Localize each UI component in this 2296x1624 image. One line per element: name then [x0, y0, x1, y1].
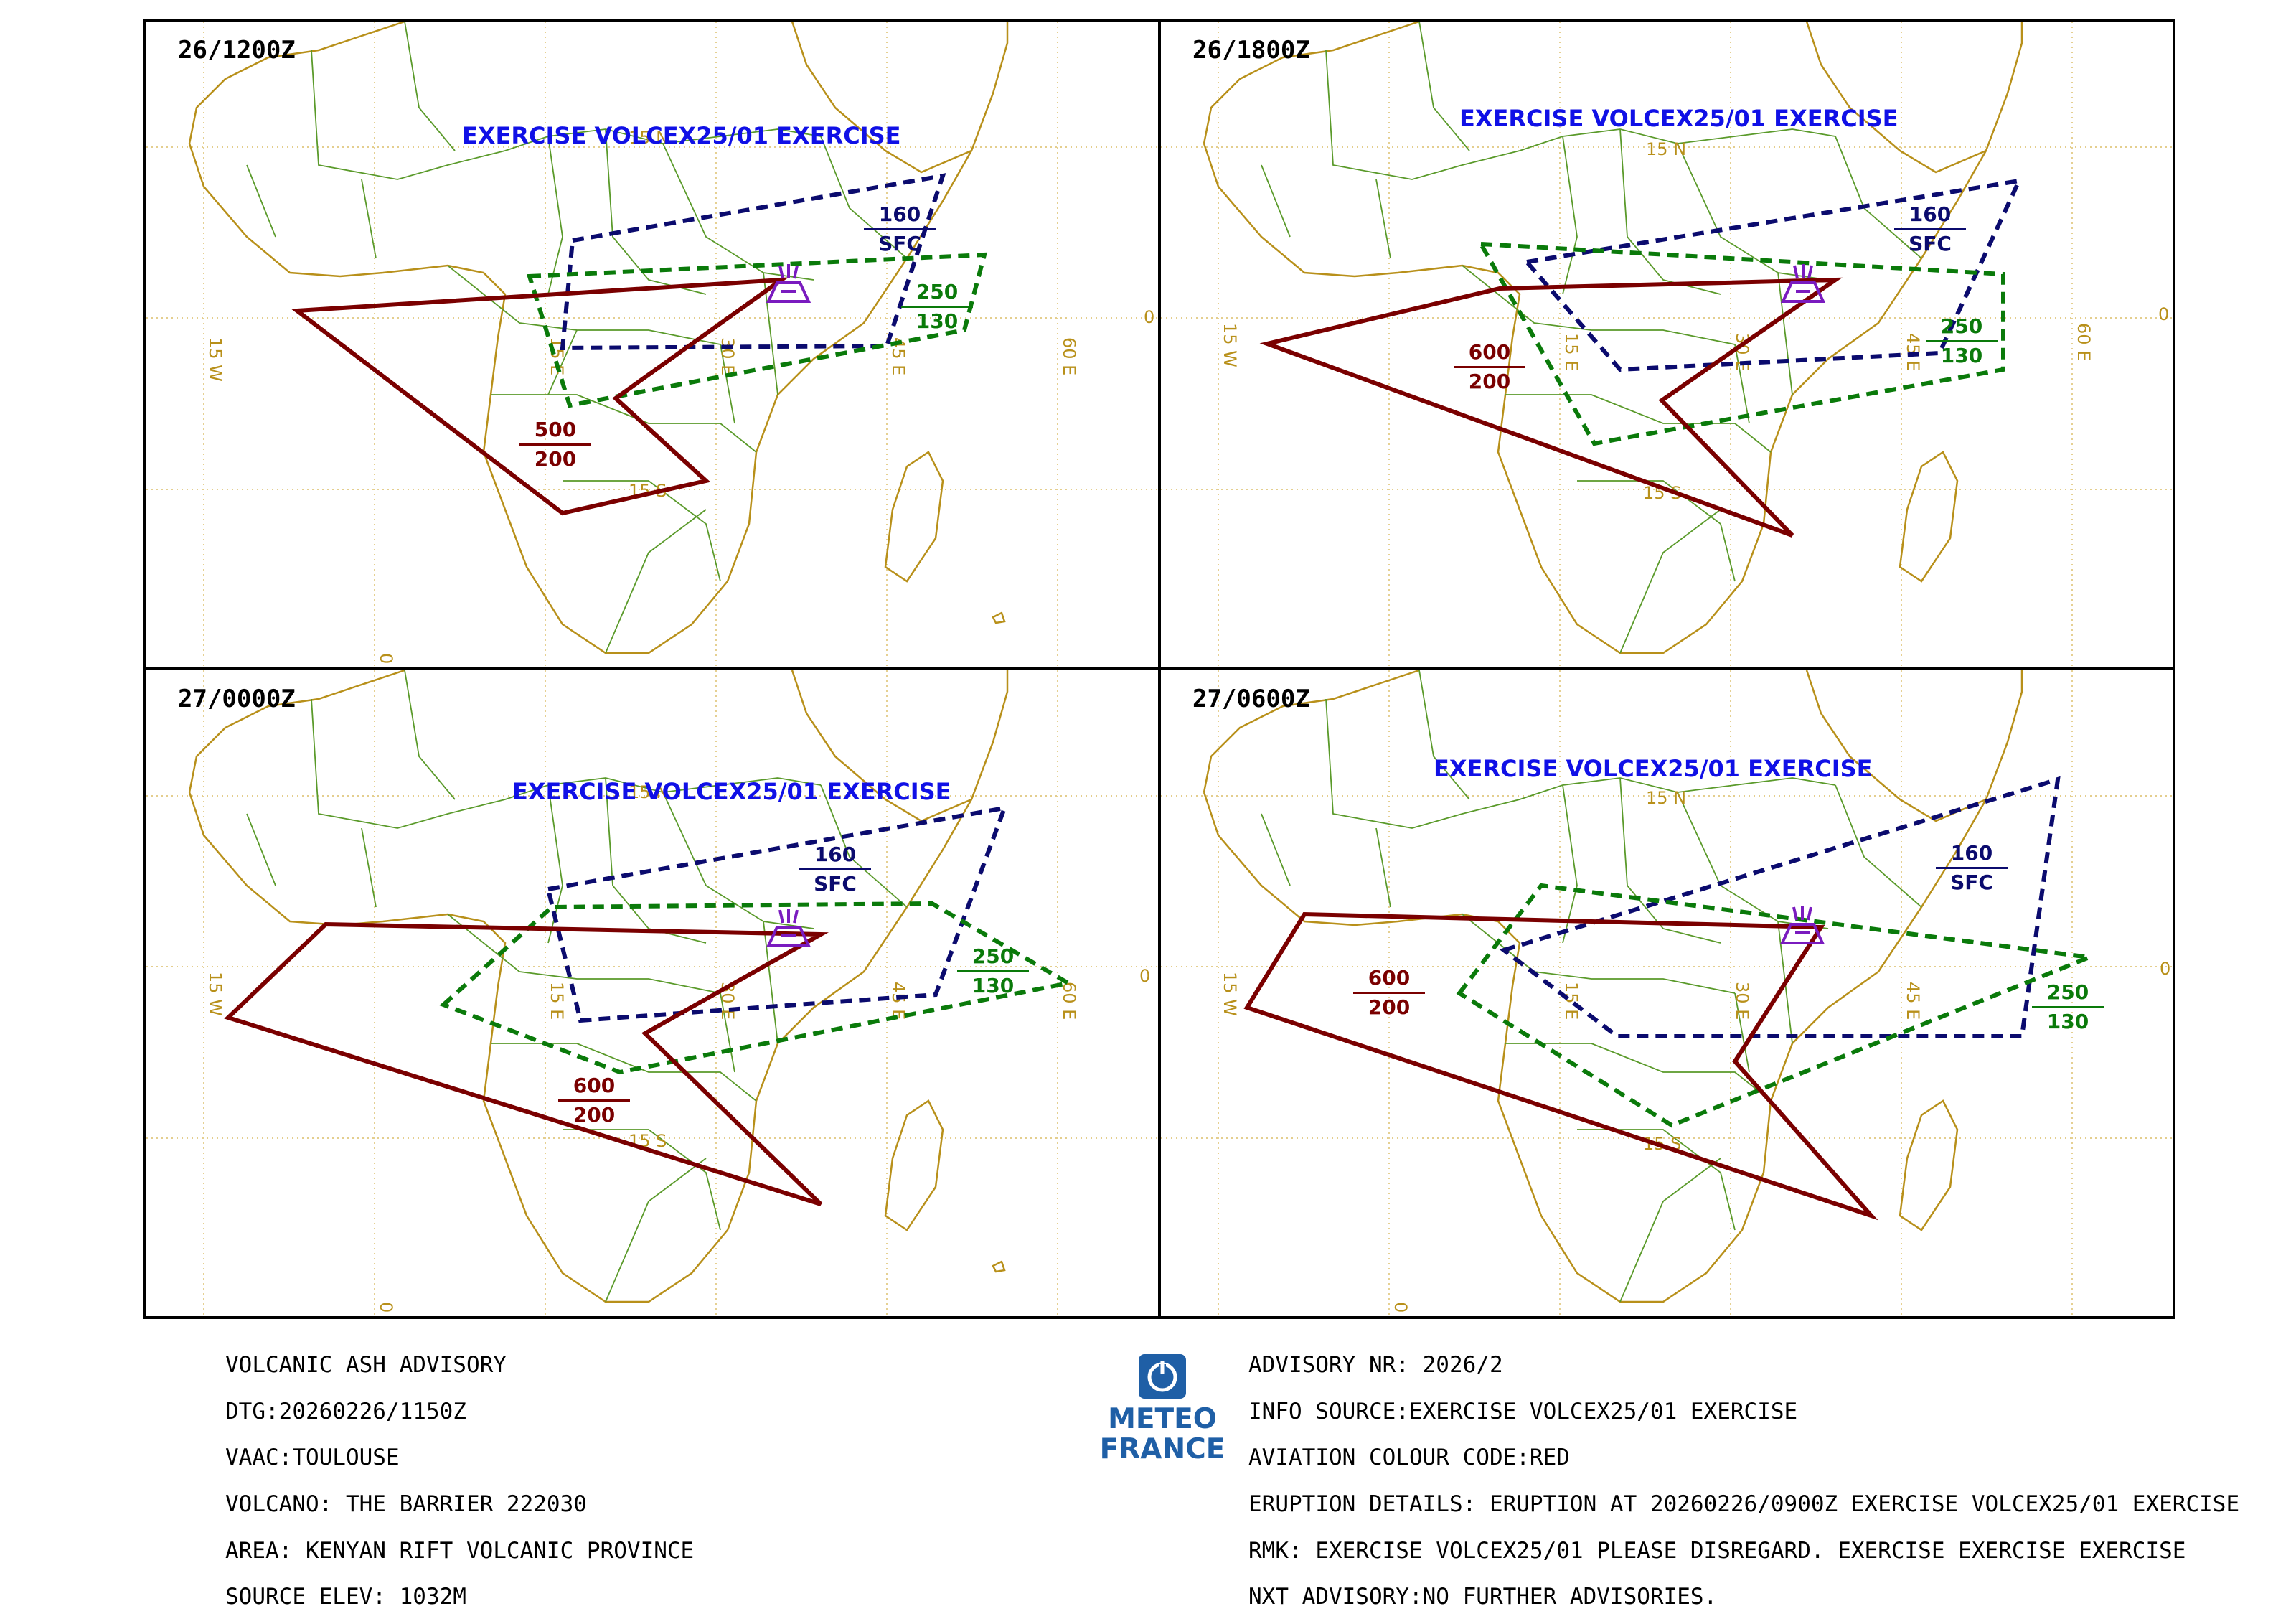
advisory-info-source: INFO SOURCE:EXERCISE VOLCEX25/01 EXERCIS… [1248, 1399, 1798, 1424]
advisory-dtg: DTG:20260226/1150Z [225, 1399, 466, 1424]
logo-line-2: FRANCE [1099, 1433, 1225, 1465]
svg-text:15 W: 15 W [1220, 972, 1240, 1016]
ash-area-low [1499, 776, 2061, 1038]
advisory-eruption-details: ERUPTION DETAILS: ERUPTION AT 20260226/0… [1248, 1491, 2240, 1517]
exercise-banner: EXERCISE VOLCEX25/01 EXERCISE [1434, 755, 1873, 782]
logo-line-1: METEO [1108, 1403, 1217, 1435]
volcano-icon [766, 909, 811, 947]
map-panel-2: 15 N 0 15 S 15 W 15 E 30 E 45 E 60 E 26/… [1158, 19, 2175, 670]
ash-area-high [291, 277, 789, 516]
ash-area-low [560, 173, 946, 351]
exercise-banner: EXERCISE VOLCEX25/01 EXERCISE [1459, 105, 1899, 132]
svg-text:0: 0 [2160, 959, 2170, 979]
country-borders [246, 670, 908, 1303]
map-2: 15 N 0 15 S 15 W 15 E 30 E 45 E 60 E [1161, 22, 2173, 667]
svg-text:15 E: 15 E [547, 982, 567, 1020]
svg-text:15 N: 15 N [629, 128, 669, 148]
advisory-remarks: RMK: EXERCISE VOLCEX25/01 PLEASE DISREGA… [1248, 1538, 2186, 1564]
ash-area-mid [439, 901, 1075, 1075]
svg-text:15 N: 15 N [1646, 139, 1686, 159]
volcano-icon [1780, 264, 1826, 303]
graticule [146, 22, 1158, 667]
svg-text:30 E: 30 E [718, 337, 738, 375]
advisory-area: AREA: KENYAN RIFT VOLCANIC PROVINCE [225, 1538, 695, 1564]
svg-text:15 N: 15 N [1646, 788, 1686, 808]
grid-labels: 15 N 0 15 S 15 W 0 15 E 30 E 45 E [1220, 788, 2170, 1313]
svg-text:0: 0 [376, 1302, 396, 1313]
svg-text:0: 0 [376, 653, 396, 664]
svg-text:15 E: 15 E [1561, 982, 1581, 1020]
advisory-colour-code: AVIATION COLOUR CODE:RED [1248, 1445, 1570, 1470]
graticule [1161, 22, 2173, 667]
meteo-france-logo-icon [1139, 1354, 1186, 1399]
svg-text:45 E: 45 E [1903, 982, 1923, 1020]
svg-text:60 E: 60 E [1059, 982, 1079, 1020]
panel-time: 27/0600Z [1192, 685, 1310, 713]
svg-text:0: 0 [1139, 966, 1150, 986]
advisory-volcano: VOLCANO: THE BARRIER 222030 [225, 1491, 587, 1517]
map-panel-1: 15 N 0 15 S 15 W 0 15 E 30 E 45 E 60 E 2… [144, 19, 1161, 670]
map-panel-4: 15 N 0 15 S 15 W 0 15 E 30 E 45 E 27/060… [1158, 667, 2175, 1319]
svg-text:0: 0 [2158, 304, 2169, 324]
ash-area-high [1259, 277, 1843, 538]
map-4: 15 N 0 15 S 15 W 0 15 E 30 E 45 E [1161, 670, 2173, 1316]
exercise-banner: EXERCISE VOLCEX25/01 EXERCISE [512, 778, 951, 805]
ash-area-low [545, 805, 1008, 1023]
svg-text:15 W: 15 W [205, 972, 225, 1016]
coastline [1203, 670, 2023, 1303]
svg-text:60 E: 60 E [2074, 323, 2094, 361]
panel-time: 26/1200Z [178, 36, 296, 65]
svg-text:0: 0 [1144, 307, 1154, 327]
advisory-vaac: VAAC:TOULOUSE [225, 1445, 400, 1470]
panel-time: 27/0000Z [178, 685, 296, 713]
svg-text:45 E: 45 E [1903, 333, 1923, 371]
panel-time: 26/1800Z [1192, 36, 1310, 65]
coastline [188, 22, 1009, 654]
ash-area-high [1243, 911, 1878, 1221]
country-borders [1261, 22, 1922, 654]
svg-text:30 E: 30 E [1732, 982, 1752, 1020]
ash-area-high [224, 921, 829, 1206]
svg-text:15 E: 15 E [1561, 333, 1581, 371]
exercise-banner: EXERCISE VOLCEX25/01 EXERCISE [462, 122, 901, 149]
map-panel-3: 15 N 0 15 S 15 W 0 15 E 30 E 45 E 60 E 2… [144, 667, 1161, 1319]
map-1: 15 N 0 15 S 15 W 0 15 E 30 E 45 E 60 E [146, 22, 1158, 667]
volcano-icon [766, 264, 811, 303]
svg-text:15 W: 15 W [205, 337, 225, 382]
svg-text:60 E: 60 E [1059, 337, 1079, 375]
advisory-source-elev: SOURCE ELEV: 1032M [225, 1584, 466, 1610]
svg-text:15 W: 15 W [1220, 323, 1240, 367]
advisory-title: VOLCANIC ASH ADVISORY [225, 1352, 507, 1378]
country-borders [246, 22, 908, 654]
grid-labels: 15 N 0 15 S 15 W 0 15 E 30 E 45 E 60 E [205, 782, 1150, 1313]
volcano-icon [1779, 906, 1825, 944]
map-3: 15 N 0 15 S 15 W 0 15 E 30 E 45 E 60 E [146, 670, 1158, 1316]
meteo-france-logo: METEO FRANCE [1098, 1353, 1227, 1465]
grid-labels: 15 N 0 15 S 15 W 0 15 E 30 E 45 E 60 E [205, 128, 1154, 664]
coastline [188, 670, 1009, 1303]
coastline [1203, 22, 2023, 654]
svg-text:15 N: 15 N [629, 782, 669, 802]
svg-text:0: 0 [1391, 1302, 1411, 1313]
ash-area-mid [1456, 883, 2098, 1128]
ash-area-low [1523, 178, 2023, 372]
ash-area-mid [526, 252, 987, 408]
ash-area-mid [1477, 241, 2005, 446]
advisory-next: NXT ADVISORY:NO FURTHER ADVISORIES. [1248, 1584, 1718, 1610]
advisory-number: ADVISORY NR: 2026/2 [1248, 1352, 1503, 1378]
